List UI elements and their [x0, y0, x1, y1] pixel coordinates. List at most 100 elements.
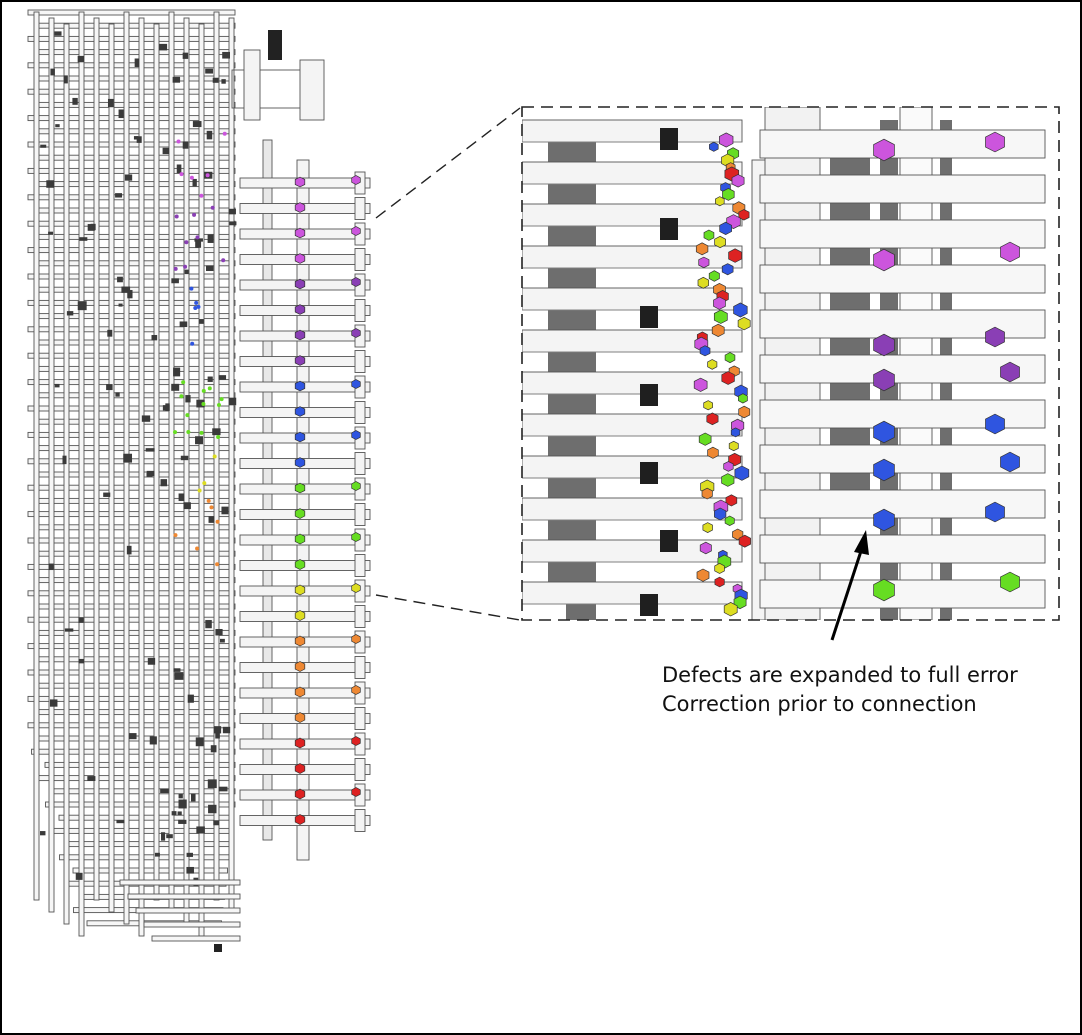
tower-defect-marker — [294, 431, 306, 443]
inset-left-beam — [522, 455, 743, 479]
tower-interior-defect — [196, 304, 201, 309]
inset-seam-defect — [721, 263, 734, 276]
inset-seam-defect — [734, 465, 750, 481]
tower-defect-marker — [294, 610, 306, 621]
tower-defect-marker — [294, 380, 306, 392]
tower-shadow-block — [115, 193, 123, 198]
tower-shadow-block — [127, 290, 133, 299]
tower-shadow-block — [228, 208, 236, 215]
inset-seam-defect — [738, 405, 751, 419]
tower-shadow-block — [215, 732, 220, 739]
inset-black-block — [660, 530, 678, 552]
tower-shadow-block — [116, 820, 125, 824]
tower-defect-marker — [294, 737, 306, 749]
tower-rung-end — [354, 299, 366, 322]
tower-shadow-block — [195, 240, 202, 248]
tower-vertical-strut — [228, 17, 235, 913]
tower-shadow-block — [194, 238, 203, 242]
tower-horizontal-rung — [27, 643, 236, 650]
tower-defect-marker — [294, 406, 306, 417]
inset-seam-defect — [719, 221, 732, 235]
inset-seam-defect — [698, 432, 712, 446]
tower-shadow-block — [126, 545, 132, 555]
inset-defect-marker — [985, 413, 1005, 435]
tower-horizontal-rung — [27, 431, 236, 438]
tower-interior-defect — [209, 505, 214, 510]
tower-shadow-block — [63, 75, 68, 84]
tower-shadow-block — [117, 276, 123, 283]
inset-seam-defect — [707, 359, 718, 370]
tower-shadow-block — [215, 628, 223, 636]
tower-shadow-block — [118, 109, 124, 119]
tower-horizontal-rung — [58, 814, 234, 821]
tower-shadow-block — [77, 55, 85, 63]
inset-seam-defect — [703, 229, 715, 241]
tower-defect-marker — [294, 584, 306, 596]
tower-interior-defect — [195, 235, 200, 240]
tower-shadow-block — [115, 392, 120, 397]
tower-defect-marker — [351, 532, 361, 542]
tower-vertical-strut — [48, 17, 55, 913]
tower-interior-defect — [176, 139, 181, 144]
inset-black-block — [640, 384, 658, 406]
tower-vertical-strut — [78, 11, 85, 937]
inset-seam-defect — [714, 562, 725, 574]
inset-seam-defect — [724, 352, 736, 364]
inset-seam-defect — [719, 132, 734, 148]
tower-interior-defect — [197, 488, 202, 493]
inset-seam-defect — [724, 515, 735, 526]
tower-interior-defect — [199, 430, 204, 435]
inset-back-structure — [522, 119, 952, 620]
inset-seam-defect — [696, 568, 710, 582]
tower-defect-marker — [294, 176, 306, 188]
tower-shadow-block — [219, 638, 225, 643]
tower-defect-marker — [351, 175, 361, 185]
tower-shadow-block — [210, 745, 217, 753]
tower-vertical-strut — [108, 23, 115, 913]
tower-interior-defect — [190, 341, 195, 346]
inset-seam-defect — [715, 196, 725, 207]
inset-front-structure — [751, 107, 1046, 620]
inset-seam-defect — [702, 522, 713, 533]
inset-right-beam — [759, 579, 1046, 609]
inset-seam-defect — [714, 576, 725, 588]
tower-shadow-block — [48, 231, 54, 235]
tower-shadow-block — [118, 303, 123, 307]
inset-right-beam — [759, 444, 1046, 474]
tower-shadow-block — [176, 164, 182, 174]
tower-interior-defect — [179, 172, 184, 177]
tower-horizontal-rung — [27, 352, 236, 359]
tower-shadow-block — [141, 415, 151, 422]
tower-horizontal-rung — [27, 405, 236, 412]
tower-defect-marker — [351, 481, 361, 491]
tower-shadow-block — [173, 668, 181, 672]
tower-shadow-block — [87, 224, 95, 231]
tower-defect-marker — [351, 430, 361, 440]
tower-horizontal-rung — [72, 867, 228, 874]
tower-shadow-block — [154, 852, 160, 857]
tower-shadow-block — [174, 672, 184, 680]
tower-interior-defect — [212, 454, 217, 459]
tower-shadow-block — [178, 793, 183, 799]
inset-defect-marker — [873, 138, 895, 162]
tower-shadow-block — [77, 301, 87, 311]
inset-seam-defect — [706, 412, 719, 426]
inset-seam-defect — [714, 507, 727, 521]
tower-shadow-block — [187, 694, 194, 703]
tower-defect-marker — [294, 661, 306, 672]
tower-rung-end — [354, 605, 366, 628]
tower-shadow-block — [207, 779, 217, 789]
inset-right-beam — [759, 264, 1046, 294]
tower-shadow-block — [171, 383, 180, 391]
tower-shadow-block — [161, 832, 166, 841]
tower-shadow-block — [78, 617, 84, 623]
zoom-inset — [522, 107, 1059, 620]
tower-interior-defect — [173, 266, 178, 271]
tower-defect-markers — [173, 131, 361, 825]
tower-shadow-block — [146, 470, 155, 477]
tower-interior-defect — [173, 430, 178, 435]
tower-rung-end — [354, 452, 366, 475]
inset-seam-defect — [738, 534, 751, 548]
tower-interior-defect — [189, 175, 194, 180]
inset-seam-defect — [730, 427, 741, 438]
